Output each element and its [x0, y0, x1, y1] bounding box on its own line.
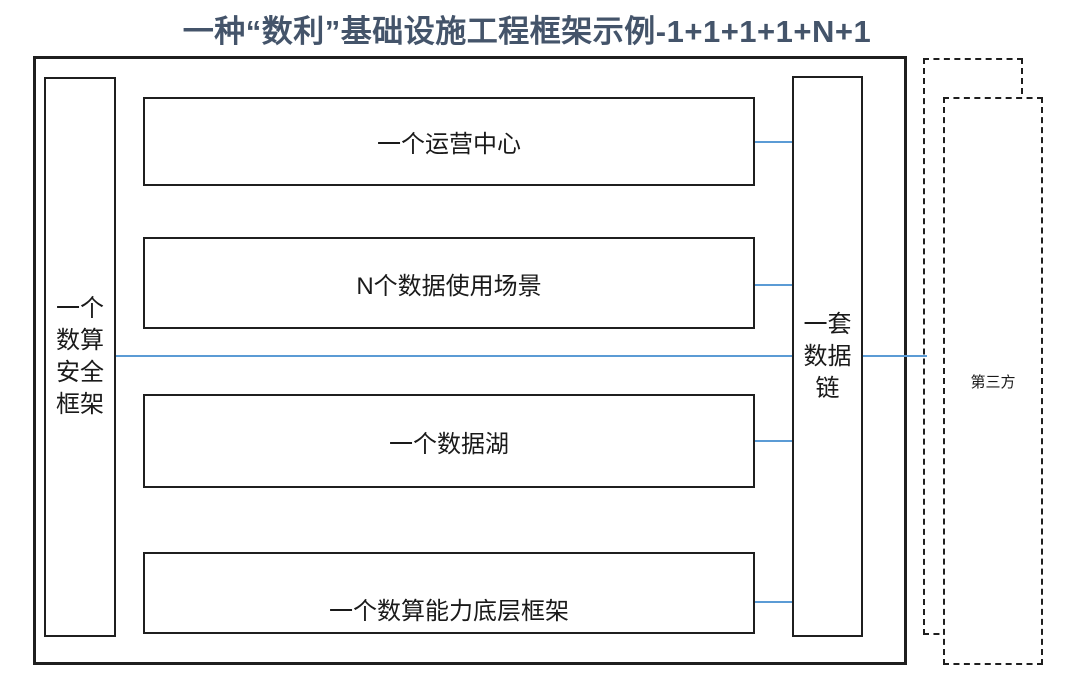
- security-framework-box: 一个 数算 安全 框架: [44, 77, 116, 637]
- connector-computing: [755, 601, 792, 603]
- data-chain-label-line: 数据: [803, 342, 852, 370]
- computing-capability-label: 一个数算能力底层框架: [329, 598, 569, 625]
- connector-data-usage: [755, 284, 792, 286]
- data-chain-label-line: 一套: [803, 310, 852, 338]
- data-chain-box: 一套 数据 链: [792, 76, 863, 637]
- security-framework-label-line: 一个: [56, 295, 104, 322]
- data-lake-box: 一个数据湖: [143, 394, 755, 488]
- data-chain-label: 一套 数据 链: [804, 309, 852, 405]
- connector-operation-center: [755, 141, 792, 143]
- connector-to-third-party: [863, 355, 927, 357]
- connector-data-lake: [755, 440, 792, 442]
- data-usage-scenarios-box: N个数据使用场景: [143, 237, 755, 329]
- third-party-label: 第三方: [970, 373, 1016, 391]
- operation-center-box: 一个运营中心: [143, 97, 755, 186]
- data-usage-scenarios-label: N个数据使用场景: [356, 272, 542, 300]
- main-frame-box: [33, 56, 907, 665]
- third-party-box: 第三方: [943, 97, 1043, 665]
- security-framework-label-line: 安全: [56, 359, 104, 386]
- computing-capability-box: 一个数算能力底层框架: [143, 552, 755, 634]
- diagram-title: 一种“数利”基础设施工程框架示例-1+1+1+1+N+1: [182, 14, 872, 49]
- data-chain-label-line: 链: [815, 374, 840, 402]
- security-framework-label-line: 数算: [56, 327, 104, 354]
- connector-main-horizontal: [116, 355, 792, 357]
- operation-center-label: 一个运营中心: [377, 131, 521, 158]
- data-lake-label: 一个数据湖: [389, 430, 509, 458]
- security-framework-label-line: 框架: [56, 391, 104, 418]
- security-framework-label: 一个 数算 安全 框架: [56, 293, 104, 421]
